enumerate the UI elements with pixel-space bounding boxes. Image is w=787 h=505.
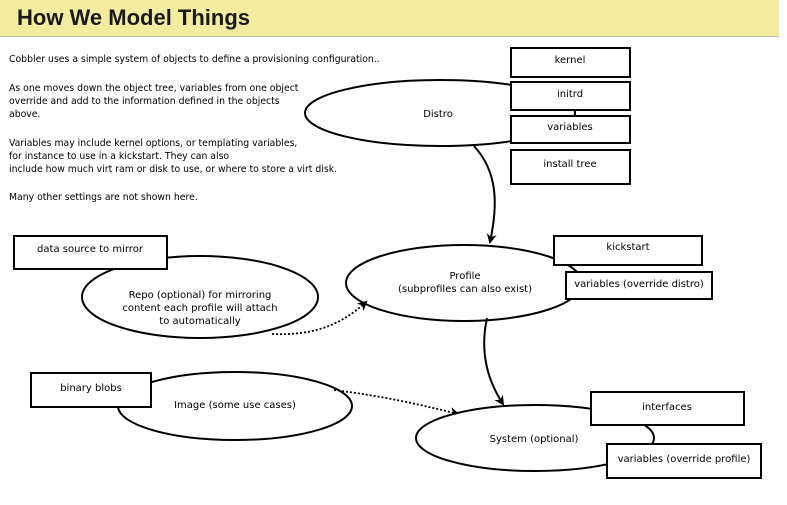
kickstart-box-label: kickstart xyxy=(606,242,649,253)
kernel-box-label: kernel xyxy=(555,55,586,66)
install-tree-box-label: install tree xyxy=(543,159,596,170)
binary-blobs-box xyxy=(30,372,152,408)
override-profile-box-label: variables (override profile) xyxy=(618,454,751,465)
profile-ellipse xyxy=(345,244,583,322)
kickstart-box xyxy=(553,235,703,266)
intro-para-3-line-2: for instance to use in a kickstart. They… xyxy=(9,151,230,162)
system-group: System (optional) interfaces variables (… xyxy=(415,391,762,479)
interfaces-box-label: interfaces xyxy=(642,402,692,413)
intro-para-2-line-3: above. xyxy=(9,109,41,120)
repo-label-line-3: to automatically xyxy=(159,316,240,327)
repo-label-line-1: Repo (optional) for mirroring xyxy=(129,290,272,301)
distro-label: Distro xyxy=(423,109,453,120)
intro-line-1: Cobbler uses a simple system of objects … xyxy=(9,54,380,65)
override-distro-box-label: variables (override distro) xyxy=(574,279,704,290)
intro-line-4: Many other settings are not shown here. xyxy=(9,192,198,203)
override-distro-box xyxy=(565,271,713,300)
image-group: Image (some use cases) binary blobs xyxy=(30,371,353,441)
profile-label-line-2: (subprofiles can also exist) xyxy=(398,284,532,295)
install-tree-box xyxy=(510,149,631,185)
initrd-box xyxy=(510,81,631,111)
repo-to-profile-arrow xyxy=(271,300,368,336)
profile-to-system-arrow xyxy=(483,317,505,406)
interfaces-box xyxy=(590,391,745,426)
image-label: Image (some use cases) xyxy=(174,400,296,411)
data-source-box xyxy=(13,235,168,270)
intro-para-3-line-1: Variables may include kernel options, or… xyxy=(9,138,298,149)
image-to-system-arrow xyxy=(333,389,460,417)
distro-variables-box-label: variables xyxy=(547,122,593,133)
binary-blobs-box-label: binary blobs xyxy=(60,383,122,394)
data-source-box-label: data source to mirror xyxy=(37,244,144,255)
profile-group: Profile (subprofiles can also exist) kic… xyxy=(345,235,713,322)
title-bar: How We Model Things xyxy=(0,0,779,37)
distro-to-profile-arrow xyxy=(473,145,497,244)
profile-label-line-1: Profile xyxy=(449,271,480,282)
system-label: System (optional) xyxy=(490,434,579,445)
intro-para-3-line-3: include how much virt ram or disk to use… xyxy=(9,164,338,175)
intro-para-2-line-1: As one moves down the object tree, varia… xyxy=(9,83,299,94)
repo-label-line-2: content each profile will attach xyxy=(122,303,277,314)
distro-group: Distro kernel initrd variables install t… xyxy=(304,47,631,185)
override-profile-box xyxy=(606,443,762,479)
intro-para-2-line-2: override and add to the information defi… xyxy=(9,96,280,107)
repo-ellipse xyxy=(81,255,319,339)
distro-variables-box xyxy=(510,115,631,144)
distro-ellipse xyxy=(304,79,576,147)
kernel-box xyxy=(510,47,631,78)
initrd-box-label: initrd xyxy=(557,89,583,100)
page-title: How We Model Things xyxy=(17,5,251,30)
repo-group: Repo (optional) for mirroring content ea… xyxy=(13,235,319,339)
